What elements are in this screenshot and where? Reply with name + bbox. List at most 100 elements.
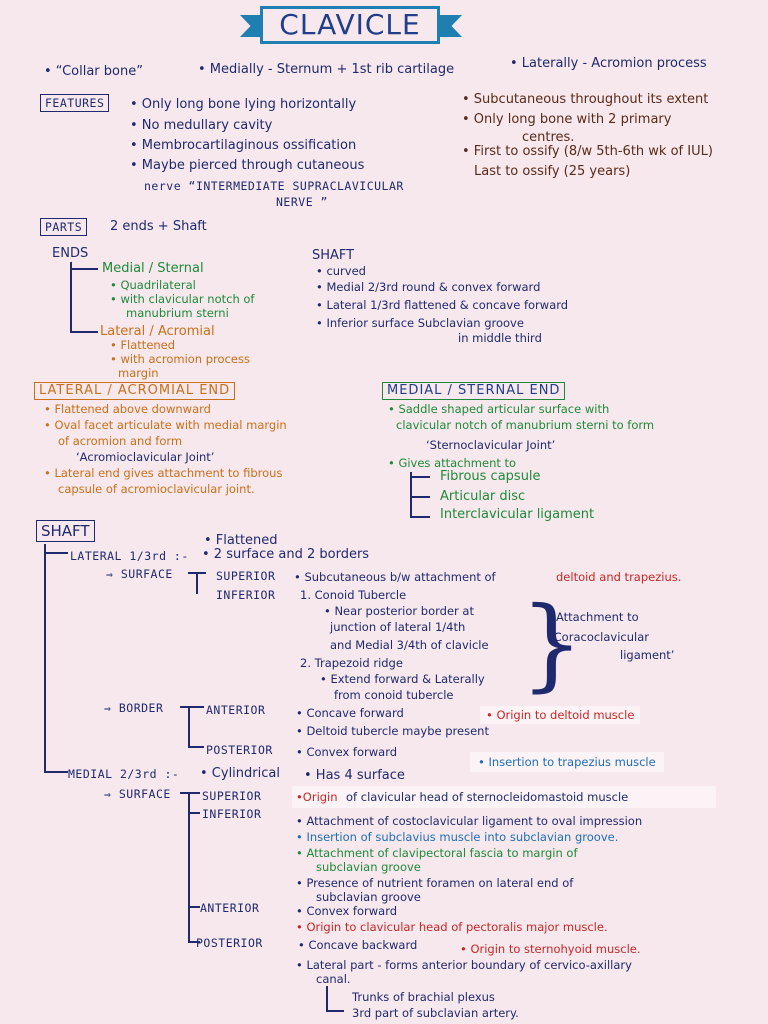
lat-border-label: ⇒ BORDER xyxy=(104,701,164,715)
parts-label: PARTS xyxy=(40,218,88,236)
feature-right-1: • Subcutaneous throughout its extent xyxy=(462,92,709,107)
coraco-note-2: ‘Coracoclavicular xyxy=(550,630,650,644)
medial-item-3: manubrium sterni xyxy=(126,306,229,320)
lat-inferior-6: • Extend forward & Laterally xyxy=(320,672,485,686)
shaft-item-3: • Lateral 1/3rd flattened & concave forw… xyxy=(316,298,569,312)
feature-right-4: • First to ossify (8/w 5th-6th wk of IUL… xyxy=(462,144,713,159)
lateral-end-line-4: ‘Acromioclavicular Joint’ xyxy=(76,450,215,464)
lat-posterior: POSTERIOR xyxy=(206,743,273,757)
med-posterior-b: • Origin to sternohyoid muscle. xyxy=(460,942,641,956)
medial-end-line-4: • Gives attachment to xyxy=(388,456,517,470)
shaft-item-5: in middle third xyxy=(458,331,542,345)
lat-surface-stem xyxy=(196,572,198,594)
med-branch-anterior xyxy=(188,906,200,908)
medial-end-line-2: clavicular notch of manubrium sterni to … xyxy=(396,418,655,432)
med-inferior: INFERIOR xyxy=(202,807,262,821)
lat-anterior: ANTERIOR xyxy=(206,703,266,717)
lat-superior-text-b: deltoid and trapezius. xyxy=(556,570,682,584)
coraco-note-1: Attachment to xyxy=(556,610,639,624)
med-superior-b: of clavicular head of sternocleidomastoi… xyxy=(346,790,629,804)
lat-border-bar xyxy=(180,706,204,708)
lat-surface-label: ⇒ SURFACE xyxy=(106,567,173,581)
feature-left-5: nerve “INTERMEDIATE SUPRACLAVICULAR xyxy=(144,179,404,193)
lat-flattened: • Flattened xyxy=(204,533,278,548)
lateral-item-3: margin xyxy=(118,366,159,380)
medial-end-label: Medial / Sternal xyxy=(102,261,204,276)
medial-end-heading: MEDIAL / STERNAL END xyxy=(382,382,566,400)
lateral-end-line-3: of acromion and form xyxy=(58,434,183,448)
lat-posterior-text: • Convex forward xyxy=(296,745,398,759)
parts-text: 2 ends + Shaft xyxy=(110,219,207,234)
medial-end-line-3: ‘Sternoclavicular Joint’ xyxy=(426,438,556,452)
med-anterior: ANTERIOR xyxy=(200,901,260,915)
features-label: FEATURES xyxy=(40,94,110,112)
med-label: MEDIAL 2/3rd :- xyxy=(68,767,180,781)
lat-posterior-insertion: • Insertion to trapezius muscle xyxy=(470,752,664,772)
lat-border-branch xyxy=(188,746,204,748)
med-cyl: • Cylindrical xyxy=(200,766,280,781)
med-surface-label: ⇒ SURFACE xyxy=(104,787,171,801)
med-branch-posterior xyxy=(188,941,200,943)
lat-surfaces: • 2 surface and 2 borders xyxy=(202,547,370,562)
shaft-tree-trunk xyxy=(44,544,46,772)
medial-attach-branch-3 xyxy=(410,516,430,518)
med-inferior-2: • Insertion of subclavius muscle into su… xyxy=(296,830,619,844)
med-anterior-2: • Origin to clavicular head of pectorali… xyxy=(296,920,608,934)
lateral-end-line-5: • Lateral end gives attachment to fibrou… xyxy=(44,466,283,480)
med-inferior-4: subclavian groove xyxy=(316,860,421,874)
med-inferior-1: • Attachment of costoclavicular ligament… xyxy=(296,814,643,828)
feature-left-6: NERVE ” xyxy=(276,195,328,209)
lateral-end-heading: LATERAL / ACROMIAL END xyxy=(34,382,236,400)
med-posterior-1: • Lateral part - forms anterior boundary… xyxy=(296,958,632,972)
med-inferior-6: subclavian groove xyxy=(316,890,421,904)
feature-left-2: • No medullary cavity xyxy=(130,118,273,133)
medial-attach-2: Articular disc xyxy=(440,489,526,504)
title-banner: CLAVICLE xyxy=(240,6,462,46)
lat-superior-text-a: • Subcutaneous b/w attachment of xyxy=(294,570,496,584)
medial-attach-branch-2 xyxy=(410,496,430,498)
lat-label: LATERAL 1/3rd :- xyxy=(70,549,189,563)
med-inferior-5: • Presence of nutrient foramen on latera… xyxy=(296,876,574,890)
feature-right-5: Last to ossify (25 years) xyxy=(474,164,631,179)
ends-tree-branch-2 xyxy=(70,331,98,333)
med-superior: SUPERIOR xyxy=(202,789,262,803)
coraco-brace: } xyxy=(520,585,584,702)
canal-item-2: 3rd part of subclavian artery. xyxy=(352,1006,519,1020)
med-surface-stem xyxy=(188,792,190,942)
feature-left-1: • Only long bone lying horizontally xyxy=(130,97,357,112)
med-posterior: POSTERIOR xyxy=(196,936,263,950)
lateral-item-2: • with acromion process xyxy=(110,352,250,366)
feature-right-3: centres. xyxy=(522,130,575,145)
lateral-end-line-1: • Flattened above downward xyxy=(44,402,211,416)
canal-item-1: Trunks of brachial plexus xyxy=(352,990,495,1004)
med-superior-highlight xyxy=(292,786,716,808)
med-posterior-a: • Concave backward xyxy=(298,938,418,952)
medial-end-line-1: • Saddle shaped articular surface with xyxy=(388,402,610,416)
feature-left-4: • Maybe pierced through cutaneous xyxy=(130,158,365,173)
med-branch-inferior xyxy=(188,812,200,814)
lat-inferior-3: junction of lateral 1/4th xyxy=(330,620,466,634)
feature-right-2: • Only long bone with 2 primary xyxy=(462,112,672,127)
shaft-item-2: • Medial 2/3rd round & convex forward xyxy=(316,280,541,294)
intro-collar: • “Collar bone” xyxy=(44,64,143,79)
shaft-parts-label: SHAFT xyxy=(312,248,355,263)
lat-deltoid-tubercle: • Deltoid tubercle maybe present xyxy=(296,724,489,738)
lat-inferior-2: • Near posterior border at xyxy=(324,604,474,618)
lat-inferior: INFERIOR xyxy=(216,588,276,602)
med-surface-bar xyxy=(180,792,200,794)
med-four: • Has 4 surface xyxy=(304,768,405,783)
lat-anterior-text: • Concave forward xyxy=(296,706,404,720)
ends-tree-line xyxy=(70,262,72,332)
ends-tree-branch-1 xyxy=(70,268,98,270)
shaft-tree-lateral xyxy=(44,552,68,554)
med-superior-a: •Origin xyxy=(296,790,338,804)
lat-inferior-7: from conoid tubercle xyxy=(334,688,454,702)
lateral-end-line-6: capsule of acromioclavicular joint. xyxy=(58,482,255,496)
ends-label: ENDS xyxy=(52,246,89,261)
page-title: CLAVICLE xyxy=(260,6,440,44)
medial-attach-1: Fibrous capsule xyxy=(440,469,541,484)
canal-tree-line xyxy=(326,986,328,1012)
lateral-item-1: • Flattened xyxy=(110,338,176,352)
shaft-item-1: • curved xyxy=(316,264,366,278)
lateral-end-line-2: • Oval facet articulate with medial marg… xyxy=(44,418,287,432)
